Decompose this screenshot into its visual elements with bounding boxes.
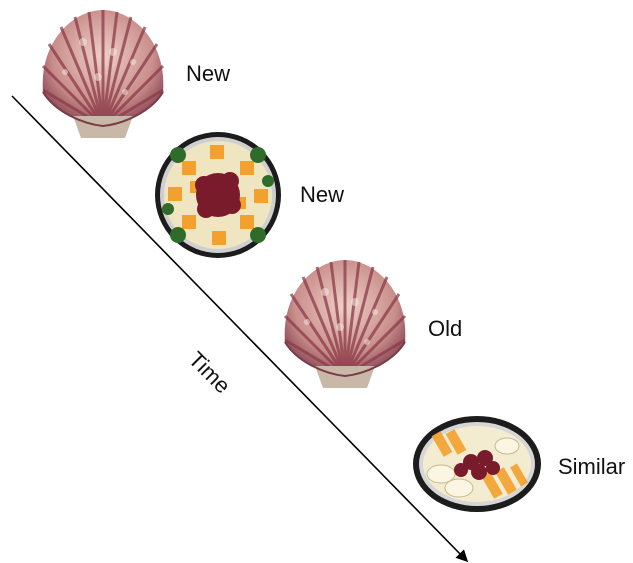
cheese-platter-icon: [155, 132, 281, 258]
trial-4-label: Similar: [558, 456, 625, 478]
trial-2-label: New: [300, 184, 344, 206]
cheese-platter-icon: [413, 416, 541, 512]
trial-1-label: New: [186, 63, 230, 85]
scallop-shell-icon: [285, 260, 406, 388]
scallop-shell-icon: [43, 10, 164, 138]
trial-3-label: Old: [428, 318, 462, 340]
